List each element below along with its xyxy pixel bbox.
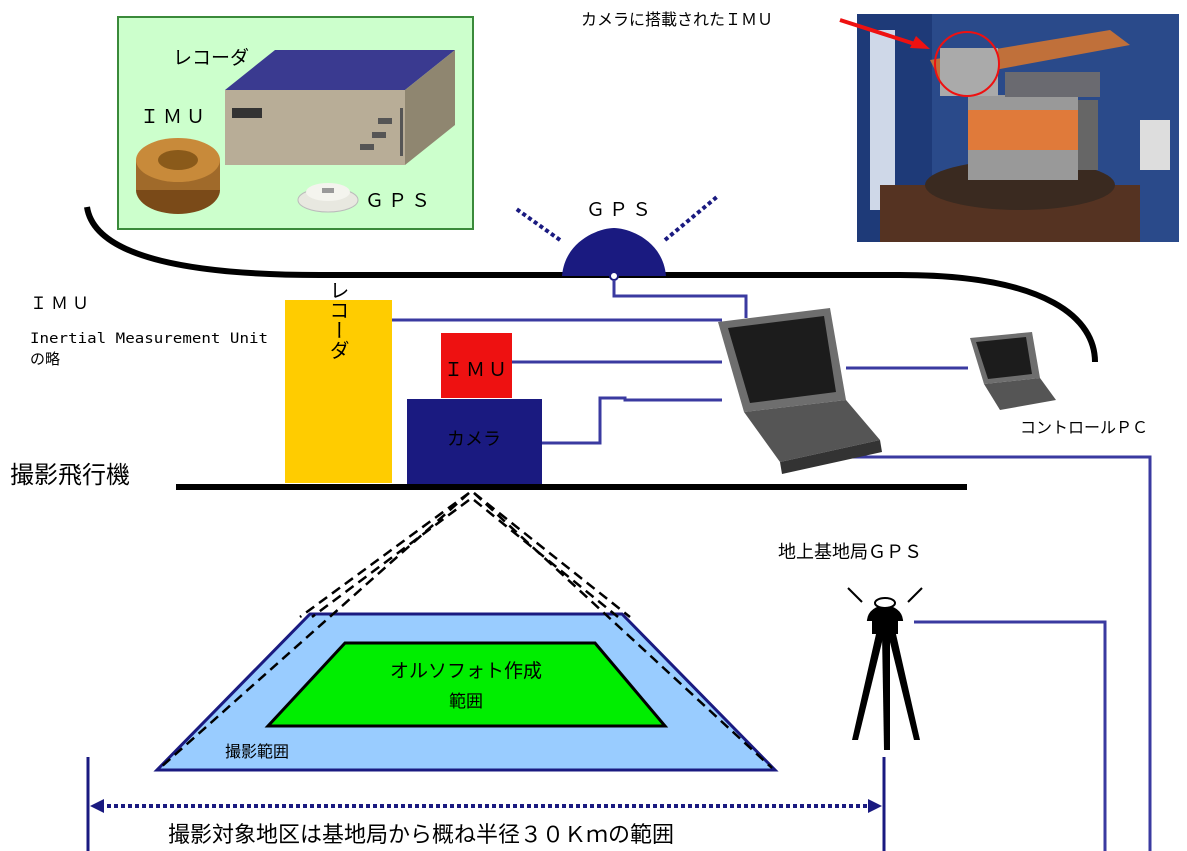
gps-device-picture	[297, 183, 359, 213]
camera-block: カメラ	[407, 399, 542, 486]
gps-signal-right	[663, 194, 720, 242]
recorder-block: レコーダ	[285, 280, 392, 483]
range-arrow-right	[868, 799, 882, 813]
cable-pc-down	[846, 455, 1152, 851]
inset-gps-label: ＧＰＳ	[365, 190, 434, 212]
imu-note-line3: の略	[30, 350, 60, 368]
range-note: 撮影対象地区は基地局から概ね半径３０Ｋｍの範囲	[168, 823, 674, 848]
base-station-gps: 地上基地局ＧＰＳ	[778, 542, 923, 750]
photo-annotation: カメラに搭載されたＩＭＵ	[581, 10, 773, 29]
annotation-arrow-head	[910, 36, 930, 49]
imu-block: ＩＭＵ	[441, 333, 512, 398]
aircraft-gps-label: ＧＰＳ	[586, 199, 655, 221]
laptop-control-pc: コントロールＰＣ	[970, 332, 1148, 437]
ortho-area	[264, 641, 669, 728]
gps-signal-left	[513, 206, 562, 242]
imu-note-line1: ＩＭＵ	[30, 294, 93, 314]
recorder-block-label: レコーダ	[326, 280, 350, 360]
equipment-inset: レコーダ ＩＭＵ ＧＰＳ	[117, 16, 474, 230]
range-indicator: 撮影対象地区は基地局から概ね半径３０Ｋｍの範囲	[86, 757, 886, 851]
laptop-main	[718, 308, 882, 474]
annotation-arrow-line	[839, 18, 919, 47]
camera-fov	[159, 491, 773, 769]
inset-recorder-label: レコーダ	[173, 47, 249, 69]
cable-gps-pc	[612, 280, 748, 318]
aircraft-label: 撮影飛行機	[10, 461, 130, 489]
imu-device-picture	[136, 138, 220, 214]
camera-photo-inset: カメラに搭載されたＩＭＵ	[581, 10, 1179, 242]
ortho-area-label-2: 範囲	[449, 692, 483, 712]
aircraft-fuselage	[84, 206, 1098, 363]
inset-imu-label: ＩＭＵ	[140, 106, 209, 128]
base-station-label: 地上基地局ＧＰＳ	[778, 542, 922, 563]
signal-tick-left	[847, 587, 863, 603]
photo-area-label: 撮影範囲	[225, 742, 289, 761]
signal-tick-right	[907, 587, 923, 603]
cables	[392, 280, 1152, 851]
aircraft-gps-antenna: ＧＰＳ	[513, 194, 720, 281]
cable-base-station	[914, 620, 1107, 851]
imu-note: ＩＭＵ Inertial Measurement Unit の略	[30, 294, 268, 368]
control-pc-label: コントロールＰＣ	[1020, 418, 1148, 437]
range-arrow-left	[90, 799, 104, 813]
ortho-area-label-1: オルソフォト作成	[390, 660, 542, 682]
cable-camera-pc	[542, 396, 722, 445]
camera-block-label: カメラ	[447, 429, 501, 450]
recorder-device-picture	[225, 50, 455, 165]
imu-note-line2: Inertial Measurement Unit	[30, 331, 268, 347]
imu-block-label: ＩＭＵ	[444, 359, 510, 381]
